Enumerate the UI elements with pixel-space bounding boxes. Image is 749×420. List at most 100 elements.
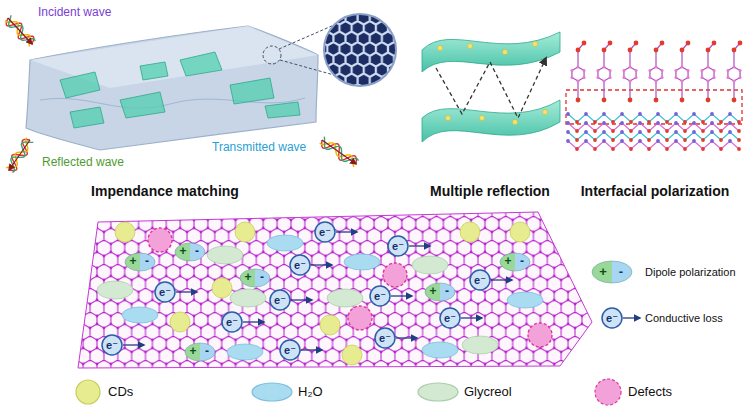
flake: [60, 72, 100, 98]
crystal-atom: [692, 121, 696, 125]
molecule-bond: [681, 81, 682, 100]
dipole: [240, 269, 270, 287]
dipole: [425, 283, 455, 301]
electron: [440, 308, 460, 328]
crystal-atom: [611, 120, 615, 124]
electron-arrow: [123, 344, 144, 345]
molecule-bond: [655, 81, 656, 100]
crystal-atom: [584, 130, 588, 134]
crystal-atom: [683, 147, 687, 151]
panel-title: Multiple reflection: [430, 183, 550, 199]
crystal-atom: [683, 120, 687, 124]
sem-ground: [320, 10, 400, 90]
graphene-sheet: [78, 212, 592, 368]
carbon-dot: [342, 345, 362, 365]
crystal-atom: [629, 120, 633, 124]
molecule-bond: [655, 50, 656, 67]
crystal-atom: [566, 121, 570, 125]
electron-arrow: [409, 245, 430, 246]
molecule-atom: [687, 69, 690, 72]
crystal-atom: [620, 112, 624, 116]
molecule-atom: [648, 76, 651, 79]
water-blob: [227, 344, 263, 360]
crystal-atom: [737, 129, 741, 133]
crystal-atom: [584, 121, 588, 125]
charge-sign: -: [145, 255, 149, 269]
molecule-atom: [629, 66, 632, 69]
crystal-atom: [620, 121, 624, 125]
crystal-atom: [674, 130, 678, 134]
molecule-atom: [681, 66, 684, 69]
molecule-bond: [733, 50, 734, 67]
crystal-atom: [593, 129, 597, 133]
molecule-atom: [738, 41, 743, 46]
charge-sign: +: [599, 265, 607, 280]
molecule-ring: [598, 67, 610, 81]
particle-dot: [502, 49, 507, 54]
crystal-atom: [674, 139, 678, 143]
molecule-atom: [635, 76, 638, 79]
molecule-bond: [681, 50, 682, 67]
crystal-atom: [674, 121, 678, 125]
glycerol-blob: [230, 289, 266, 307]
crystal-atom: [728, 121, 732, 125]
electron-arrow: [396, 337, 417, 338]
crystal-atom: [638, 121, 642, 125]
flake: [180, 52, 222, 76]
water-blob: [267, 235, 303, 251]
crystal-atom: [692, 130, 696, 134]
dipole: [500, 253, 530, 271]
molecule-bond: [629, 50, 630, 67]
crystal-atom: [701, 120, 705, 124]
molecule-atom: [732, 48, 737, 53]
flake-group: [60, 52, 300, 128]
crystal-atom: [647, 120, 651, 124]
charge-sign: +: [504, 255, 511, 269]
glycerol-blob-group: [97, 246, 498, 354]
crystal-atom: [611, 138, 615, 142]
electron-label: e⁻: [374, 290, 386, 303]
crystal-atom: [710, 121, 714, 125]
electron-label: e⁻: [274, 294, 286, 307]
electron: [155, 282, 175, 302]
particle-dot: [542, 109, 547, 114]
molecule-atom: [733, 80, 736, 83]
molecule-atom: [681, 80, 684, 83]
crystal-atom: [719, 120, 723, 124]
sem-cells: [320, 10, 400, 90]
electron-arrow: [243, 321, 264, 322]
molecule-atom: [576, 98, 581, 103]
glycerol-blob: [412, 256, 448, 274]
interface-box: [566, 90, 742, 124]
crystal-atom: [566, 139, 570, 143]
crystal-atom: [647, 147, 651, 151]
water-blob: [344, 254, 380, 270]
wave-curve: [9, 15, 35, 41]
crystal-atom: [584, 139, 588, 143]
crystal-atom: [638, 130, 642, 134]
crystal-atom: [728, 139, 732, 143]
crystal-atom: [692, 139, 696, 143]
legend-label: Conductive loss: [645, 312, 723, 325]
charge-sign: -: [445, 285, 449, 299]
crystal-atom: [737, 138, 741, 142]
electron-label: e⁻: [606, 312, 618, 325]
crystal-atom: [701, 147, 705, 151]
wave-axis: [322, 140, 356, 164]
crystal-atom: [683, 138, 687, 142]
glycerol-blob: [207, 246, 243, 264]
molecule-atom: [596, 76, 599, 79]
lattice-contents: [97, 222, 552, 365]
molecule-bond: [707, 81, 708, 100]
molecule-bond: [577, 50, 578, 67]
charge-sign: -: [260, 271, 264, 285]
crystal-atom: [665, 120, 669, 124]
molecule-ring: [702, 67, 714, 81]
legend-swatch: [595, 379, 621, 405]
crystal-atom: [593, 147, 597, 151]
electron-label: e⁻: [392, 240, 404, 253]
molecule-atom: [609, 69, 612, 72]
electron: [102, 335, 122, 355]
molecule-atom: [713, 76, 716, 79]
